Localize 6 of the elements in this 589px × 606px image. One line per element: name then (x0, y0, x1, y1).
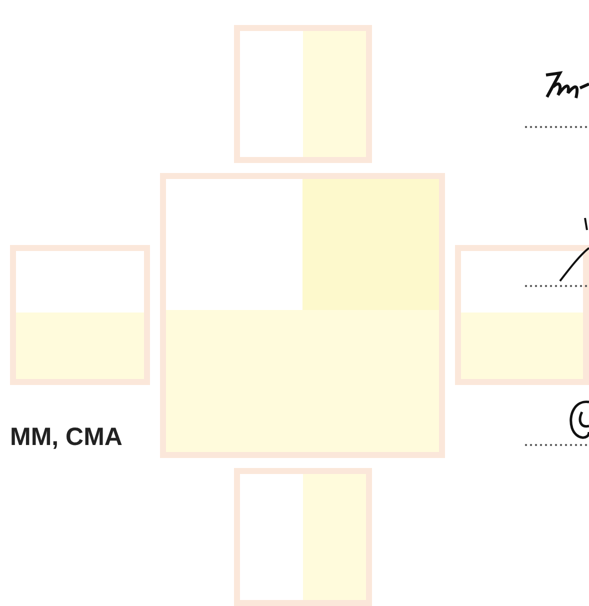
box-panel (234, 468, 372, 606)
box-panel (160, 173, 445, 458)
initials-label: MM, CMA (10, 423, 122, 452)
box-panel (455, 245, 589, 385)
box-panel (234, 25, 372, 163)
box-panel (10, 245, 150, 385)
